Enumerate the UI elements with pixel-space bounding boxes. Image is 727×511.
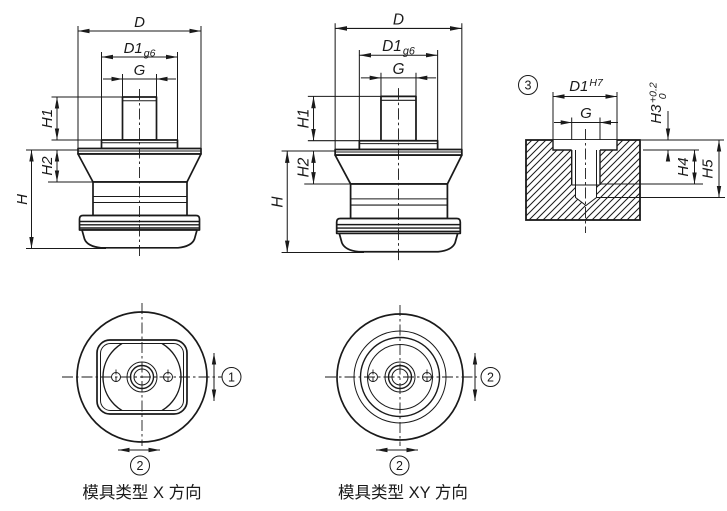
dim-label-g-section: G — [580, 105, 592, 122]
callout-2-badge: 2 — [130, 455, 150, 476]
dim-label-h5: H5 — [700, 159, 717, 179]
bore-cavity — [553, 140, 617, 206]
callout-2-label: 2 — [137, 459, 144, 473]
front-view-x — [14, 14, 201, 256]
front-view-xy — [270, 11, 462, 260]
dim-g-section: G — [554, 105, 618, 140]
thread-minor-lines — [571, 150, 600, 207]
callout-2-badge-right: 2 — [480, 367, 501, 387]
callout-1-badge: 1 — [221, 367, 242, 387]
callout-3-label: 3 — [525, 79, 532, 93]
caption-mold-type-xy: 模具类型 XY 方向 — [338, 483, 468, 502]
dim-label-h4: H4 — [675, 157, 692, 176]
top-view-x: 1 2 模具类型 X 方向 — [62, 303, 242, 502]
callout-1-label: 1 — [228, 371, 235, 385]
callout-2-bottom-label: 2 — [396, 459, 403, 473]
dim-d1-h7: D1H7 — [552, 77, 618, 140]
caption-mold-type-x: 模具类型 X 方向 — [82, 483, 201, 502]
dim-label-h3: H3+0.20 — [648, 82, 670, 124]
callout-3-badge: 3 — [518, 75, 538, 95]
callout-2-right-label: 2 — [487, 371, 494, 385]
top-view-xy: 2 2 模具类型 XY 方向 — [325, 305, 501, 502]
callout-circle — [518, 75, 538, 95]
dim-label-d1-h7: D1H7 — [569, 77, 604, 95]
dim-h4: H4 — [600, 150, 703, 185]
dim-h5: H5 — [597, 140, 725, 198]
section-view: 3 D1H7 G H3+0.20 H4 — [518, 75, 725, 233]
dim-h3: H3+0.20 — [641, 82, 724, 162]
bore-outline — [552, 140, 618, 185]
callout-2-badge-bottom: 2 — [389, 455, 410, 476]
